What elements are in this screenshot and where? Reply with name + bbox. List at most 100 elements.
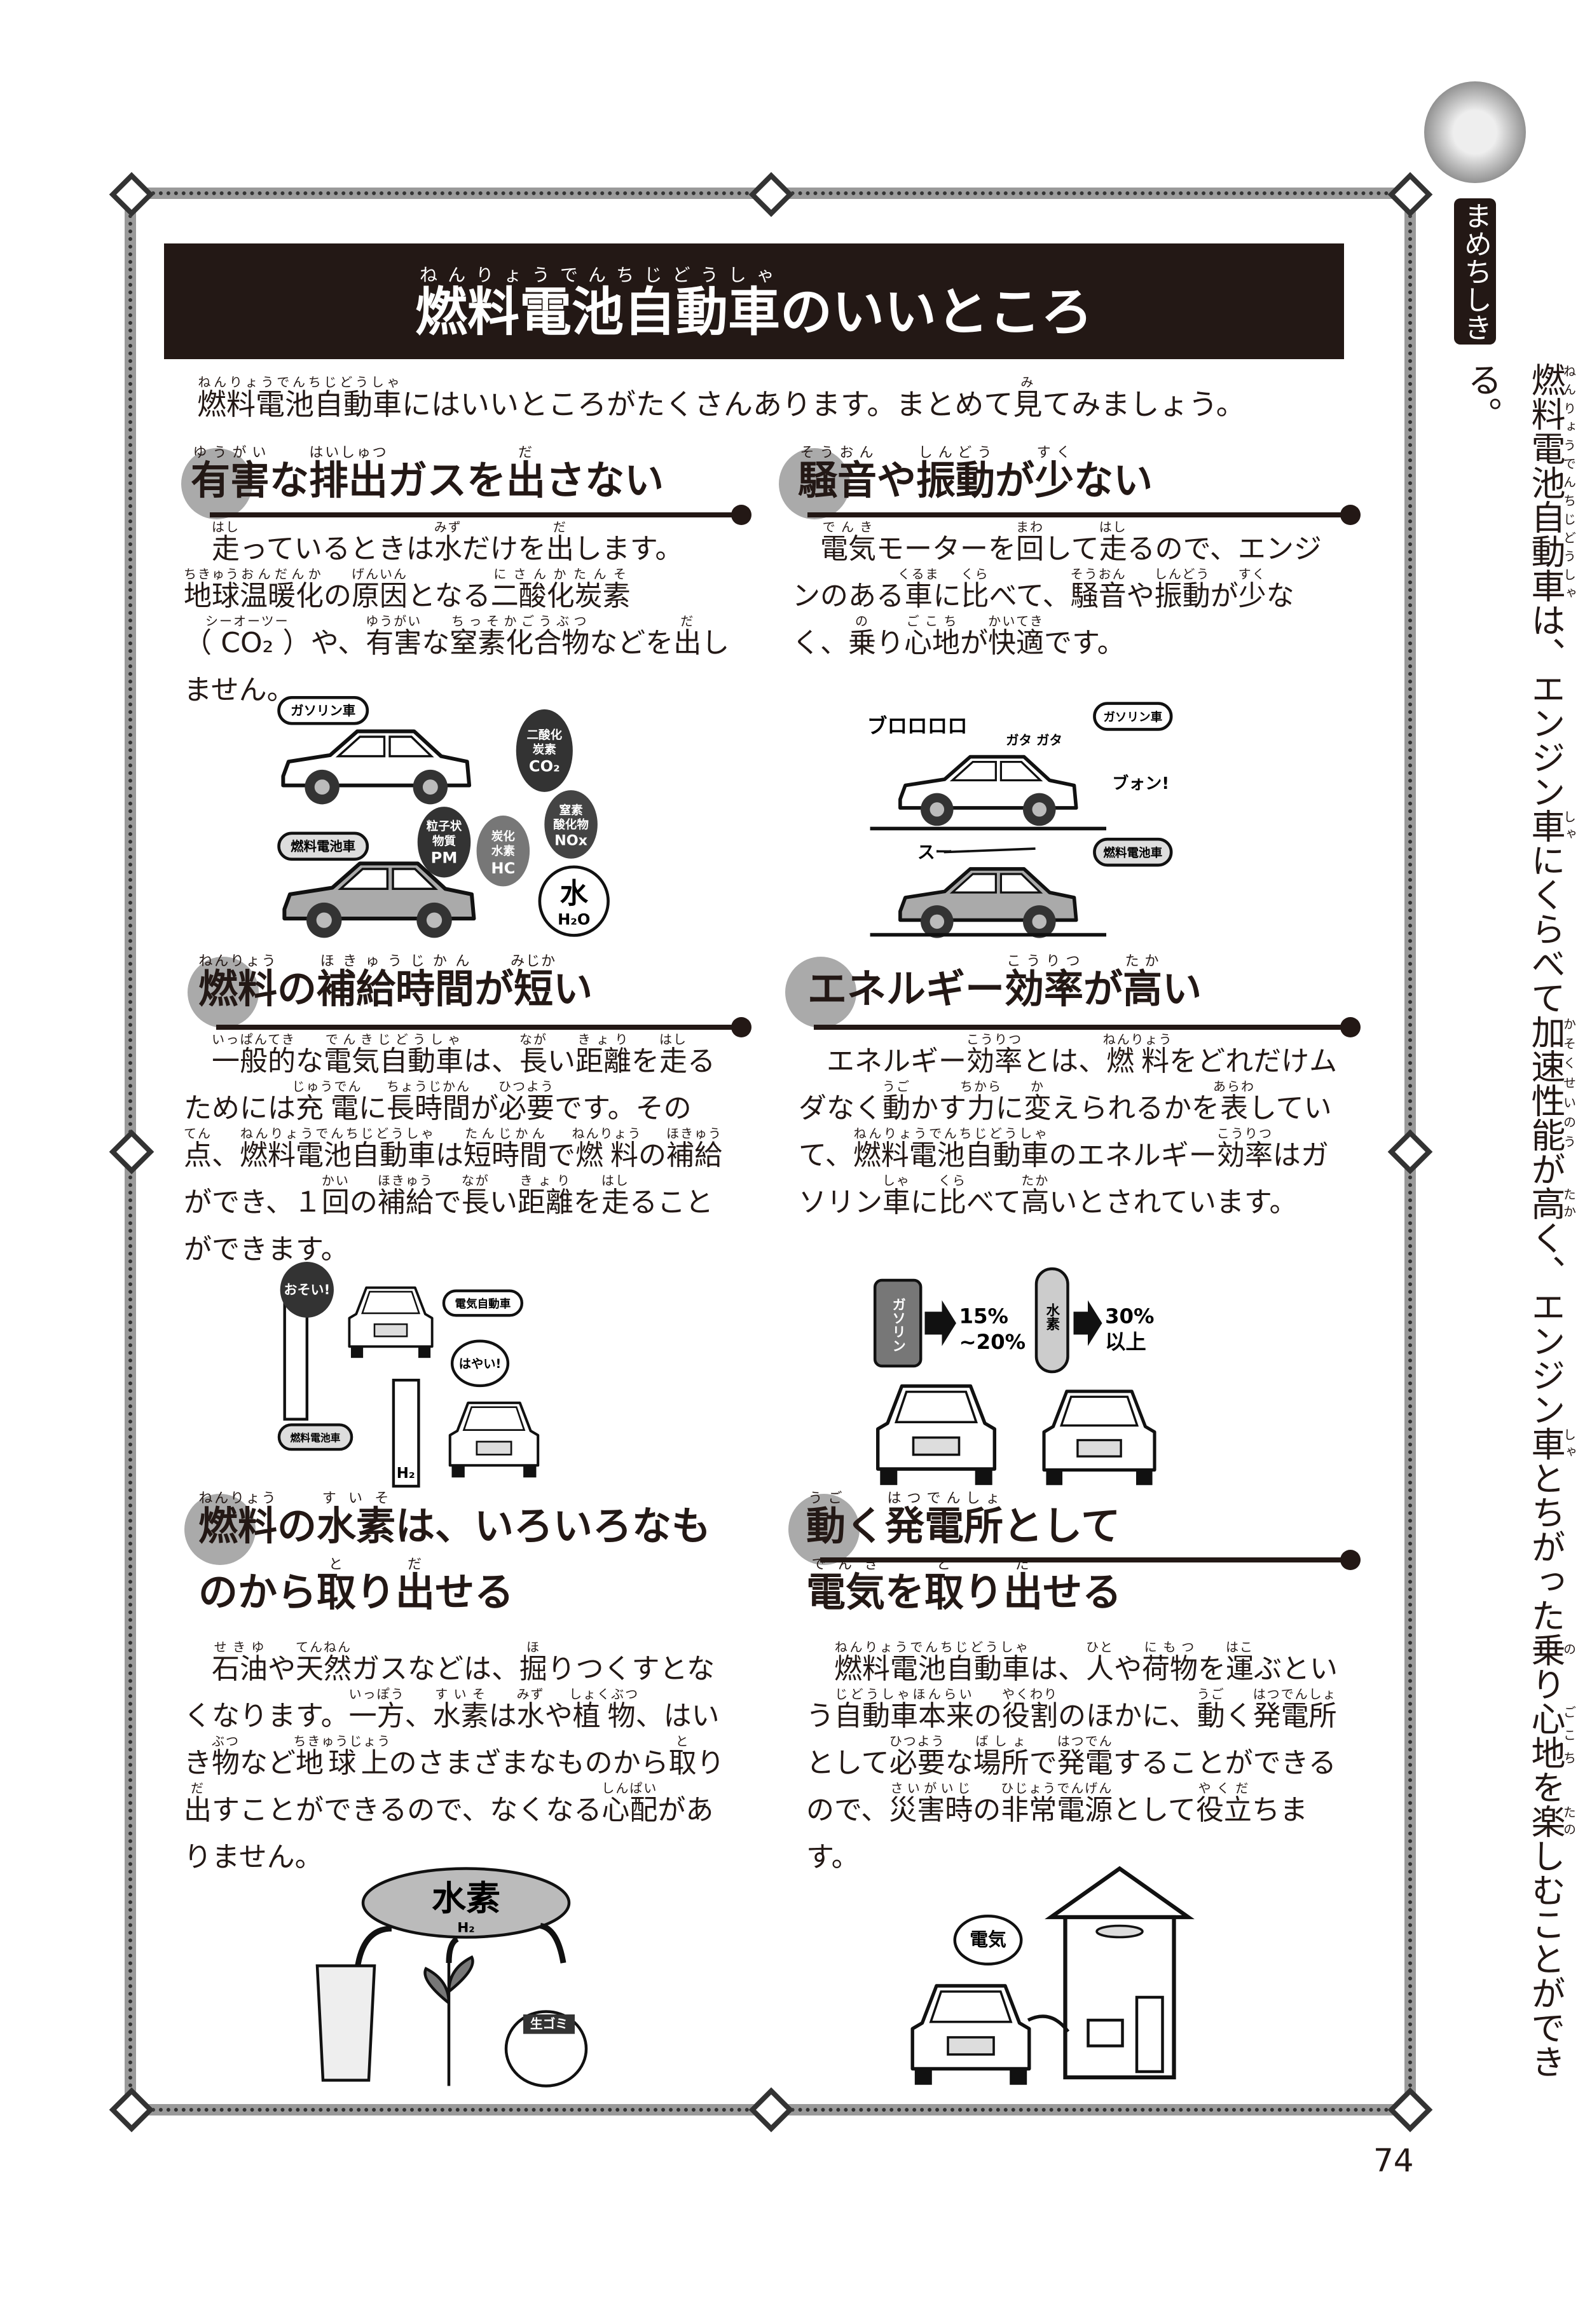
text-run: のさまざまなものから	[388, 1747, 669, 1779]
ruby-word: 力ちから	[960, 1079, 1002, 1124]
ruby-word: 車しゃ	[1525, 1426, 1577, 1461]
text-run: の	[349, 1186, 378, 1219]
ruby-word: 心配しんぱい	[601, 1781, 658, 1826]
hydrogen-label: 水素	[432, 1878, 500, 1918]
ruby-word: 振動しんどう	[916, 445, 996, 504]
ruby-word: 水みず	[516, 1686, 545, 1732]
ruby-word: 排出はいしゅつ	[309, 445, 388, 504]
furigana: せきゆ	[212, 1639, 268, 1655]
motion-line	[943, 847, 1036, 854]
furigana: てんねん	[296, 1639, 352, 1655]
text-run: や	[1114, 1653, 1142, 1685]
garbage-label: 生ゴミ	[530, 2017, 568, 2032]
text-run: の	[277, 966, 317, 1012]
ruby-word: 出だ	[506, 445, 546, 504]
furigana: たか	[1021, 1173, 1050, 1188]
ruby-word: 燃料電池自動車ねんりょうでんちじどうしゃ	[1525, 362, 1577, 603]
ruby-word: 動うご	[1197, 1686, 1225, 1732]
text-run: に	[359, 1092, 387, 1124]
furigana: しょくぶつ	[569, 1686, 640, 1702]
ruby-word: 窒素化合物ちっそかごうぶつ	[449, 613, 590, 659]
text-run: ない	[1074, 457, 1153, 503]
ruby-word: 物ぶつ	[212, 1733, 240, 1779]
heading-underline-dot	[1340, 1550, 1361, 1570]
text-run	[184, 533, 212, 565]
furigana: はつでんしょ	[1252, 1686, 1337, 1702]
text-run: することができるので、	[806, 1747, 1336, 1826]
ruby-word: 快適かいてき	[988, 613, 1044, 659]
ruby-word: 効率こうりつ	[1005, 954, 1084, 1013]
ruby-word: 温暖化おんだんか	[240, 566, 324, 612]
furigana: ごこち	[904, 613, 960, 629]
text-run: な	[270, 457, 310, 503]
ruby-word: 電気でんき	[820, 519, 876, 565]
section-body-power-station: 燃料電池自動車ねんりょうでんちじどうしゃは、人ひとや荷物にもつを運はこぶという自…	[806, 1640, 1353, 1881]
text-run: ることができます。	[184, 1186, 713, 1266]
furigana: はし	[1099, 519, 1127, 535]
text-run: ちます。	[806, 1794, 1308, 1873]
hydrogen-sources-illustration: 水素 H₂ 生ゴミ	[315, 1867, 588, 2088]
furigana: たの	[1561, 1804, 1577, 1838]
ruby-word: 補給時間ほきゅうじかん	[317, 954, 475, 1013]
text-run: いとされています。	[1049, 1186, 1298, 1219]
furigana: か	[1024, 1079, 1052, 1094]
furigana: はし	[601, 1173, 629, 1188]
pm-formula: PM	[431, 849, 458, 866]
ruby-word: 掘ほ	[519, 1639, 547, 1685]
ruby-word: 地球上ちきゅうじょう	[293, 1733, 392, 1779]
section-body-noise: 電気でんきモーターを回まわして走はしるので、エンジンのある車くるまに比くらべて、…	[792, 520, 1339, 667]
heading-line: 燃料ねんりょうの水素すいそは、いろいろなも	[198, 1491, 711, 1557]
fc-car-tag	[277, 831, 369, 861]
rattle-sound-effect: ガタ ガタ	[1006, 733, 1062, 748]
mamechishiki-label: まめちしき	[1454, 198, 1496, 345]
furigana: ちきゅう	[184, 566, 240, 582]
section-body-refuel-time: 一般的いっぱんてきな電気自動車でんきじどうしゃは、長ながい距離きょりを走はしるた…	[184, 1032, 731, 1273]
furigana: はし	[212, 519, 240, 535]
text-run: します。	[573, 533, 683, 565]
text-run: をどれだけムダなく	[799, 1045, 1338, 1124]
furigana: と	[924, 1557, 964, 1573]
text-run: るためには	[184, 1045, 715, 1124]
heading-underline-dot	[1340, 505, 1361, 525]
text-run: り	[876, 627, 904, 659]
text-run: ガスを	[388, 457, 507, 503]
ruby-word: 役割やくわり	[1002, 1686, 1058, 1732]
heading-circle-decoration	[788, 1494, 860, 1565]
ruby-word: CO₂シーオーツー	[205, 613, 289, 659]
section-heading-power-station: 動うごく発電所はつでんしょとして 電気でんきを取とり出だせる	[806, 1491, 1122, 1623]
ruby-word: 電気でんき	[806, 1557, 886, 1616]
noise-illustration: ブロロロロ ガタ ガタ ガソリン車 ブォン! スー 燃料電池車	[867, 702, 1173, 940]
text-run: していて、	[799, 1092, 1332, 1172]
fc-car-front-icon	[912, 1986, 1029, 2085]
fc-car-label: 燃料電池車	[291, 839, 355, 854]
heading-underline-dot	[731, 505, 751, 525]
heading-line: 燃料ねんりょうの補給時間ほきゅうじかんが短みじかい	[198, 954, 593, 1020]
ruby-word: 出だ	[673, 613, 702, 659]
heading-underline	[820, 1557, 1348, 1562]
ruby-word: 振動しんどう	[1154, 566, 1211, 612]
furigana: ひじょうでんげん	[1001, 1781, 1113, 1796]
emissions-illustration: ガソリン車 二酸化 炭素 CO₂ 窒素 酸化物 NOx 粒子状 物質 PM 炭化…	[277, 696, 610, 940]
furigana: でんき	[806, 1557, 885, 1573]
furigana: みず	[516, 1686, 545, 1702]
hc-formula: HC	[491, 859, 515, 877]
ruby-word: 補給ほきゅう	[666, 1126, 722, 1172]
furigana: ねんりょう	[198, 954, 277, 969]
power-cable	[1027, 2014, 1070, 2033]
furigana: きょり	[575, 1032, 631, 1047]
gasoline-barrel-icon	[873, 1278, 923, 1368]
heading-line: のから取とり出だせる	[198, 1557, 711, 1623]
car-thumbnail-icon	[1424, 81, 1526, 183]
ruby-word: 回まわ	[1016, 519, 1044, 565]
text-run: を	[573, 1186, 601, 1219]
tv-icon	[1087, 2018, 1124, 2047]
h2-pump-label: H₂	[397, 1465, 415, 1482]
fc-car-icon	[450, 1403, 538, 1477]
furigana: いっぽう	[348, 1686, 405, 1702]
hc-label: 炭化	[491, 830, 516, 844]
furigana: でんきじどうしゃ	[324, 1032, 463, 1047]
charger-station-icon	[283, 1301, 309, 1421]
text-run: に	[933, 580, 961, 612]
ruby-word: 心地ごこち	[904, 613, 960, 659]
section-body-efficiency: エネルギー効率こうりつとは、燃料ねんりょうをどれだけムダなく動うごかす力ちからに…	[799, 1032, 1345, 1226]
